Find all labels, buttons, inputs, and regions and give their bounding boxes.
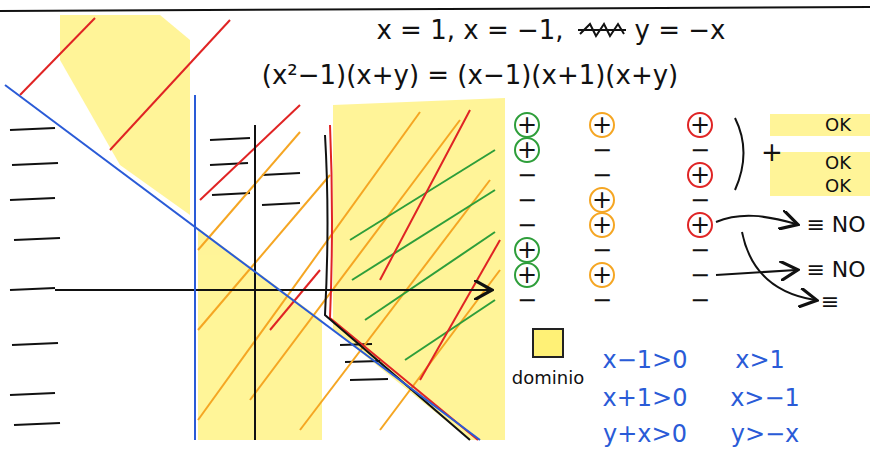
sign-mark: − (690, 287, 710, 313)
inequality: x>1 (735, 347, 785, 373)
highlight (333, 98, 505, 440)
sign-mark: + (517, 112, 537, 138)
hatch-black (10, 128, 55, 130)
inequality: x+1>0 (603, 385, 688, 411)
axes (55, 289, 490, 291)
sign-mark: + (517, 262, 537, 288)
axes (325, 135, 470, 440)
hatch-red (420, 240, 500, 380)
hatch-black (14, 423, 60, 425)
highlight (770, 114, 870, 136)
sign-mark: + (761, 138, 783, 167)
bracket-arrows (735, 118, 744, 190)
verdict-mark: ≡ (821, 290, 839, 314)
hatch-black (262, 203, 300, 205)
hatch-green (365, 232, 495, 320)
hatch-red (110, 20, 230, 150)
line-equation: y = −x (635, 16, 726, 45)
sign-mark: + (592, 212, 612, 238)
axes (0, 7, 870, 11)
inequality: y>−x (731, 421, 800, 447)
hatch-green (350, 150, 495, 240)
hatch-orange (198, 175, 330, 330)
sign-circles (515, 113, 712, 287)
sign-mark: − (517, 287, 537, 313)
verdict-mark: OK (825, 115, 851, 135)
crossed-word (578, 29, 626, 31)
sign-mark: − (517, 187, 537, 213)
inequality: x−1>0 (603, 347, 688, 373)
hatch-black (210, 163, 248, 165)
axes (254, 125, 256, 440)
hatch-red (270, 270, 320, 330)
sign-mark: + (690, 162, 710, 188)
sign-mark: + (517, 137, 537, 163)
sign-mark: − (592, 137, 612, 163)
verdict-mark: ≡ NO (806, 258, 865, 282)
hatch-black (10, 198, 55, 200)
sign-mark: − (517, 212, 537, 238)
sign-mark: + (592, 112, 612, 138)
hatch-black (12, 163, 58, 165)
hatch-red (20, 18, 95, 95)
bracket-arrows (716, 216, 796, 224)
hatch-red (200, 105, 300, 200)
hatch-black (210, 138, 250, 140)
sign-mark: + (592, 187, 612, 213)
sign-mark: − (690, 237, 710, 263)
bracket-arrows (716, 118, 815, 300)
boundary-lines (5, 85, 480, 440)
inequality: y+x>0 (603, 421, 687, 447)
hatch-green (352, 190, 495, 280)
hatch-orange (380, 270, 500, 430)
axes (0, 7, 870, 440)
boundary-lines (5, 85, 480, 440)
verdict-mark: ≡ NO (806, 213, 865, 237)
boundary-lines (194, 95, 196, 440)
factored-expression: (x²−1)(x+y) = (x−1)(x+1)(x+y) (262, 61, 678, 90)
sign-mark: − (517, 162, 537, 188)
hatch-red (330, 125, 478, 440)
hatch-black (350, 379, 388, 380)
inequality: x>−1 (730, 385, 800, 411)
sign-mark: + (592, 262, 612, 288)
sign-mark: + (690, 212, 710, 238)
sign-mark: − (592, 237, 612, 263)
hatch-orange (300, 180, 490, 430)
sign-mark: − (592, 287, 612, 313)
hatch-black (10, 288, 55, 290)
sign-mark: − (690, 187, 710, 213)
hatch-red (380, 110, 470, 280)
highlight (60, 15, 190, 215)
line-equation: x = 1, x = −1, (376, 16, 563, 45)
sign-mark: + (517, 237, 537, 263)
legend-text: dominio (512, 368, 584, 388)
hatch-black (262, 173, 300, 175)
hatch-black (14, 238, 60, 240)
hatch-orange (198, 132, 300, 250)
highlight (60, 15, 870, 440)
hatch-green (350, 150, 495, 360)
verdict-mark: OK (825, 153, 851, 173)
bracket-arrows (716, 270, 796, 275)
legend-swatch (532, 328, 564, 358)
sign-mark: − (592, 162, 612, 188)
highlight (770, 152, 870, 196)
hatch-black (10, 393, 55, 395)
hatch-black (340, 344, 372, 345)
verdict-mark: OK (825, 176, 851, 196)
crossed-word (578, 24, 626, 36)
hatch-black (12, 343, 58, 345)
sign-mark: − (690, 137, 710, 163)
hatch-black (212, 193, 250, 195)
bracket-arrows (742, 232, 815, 300)
sign-mark: + (690, 112, 710, 138)
sign-mark: − (690, 262, 710, 288)
hatch-green (405, 300, 495, 360)
